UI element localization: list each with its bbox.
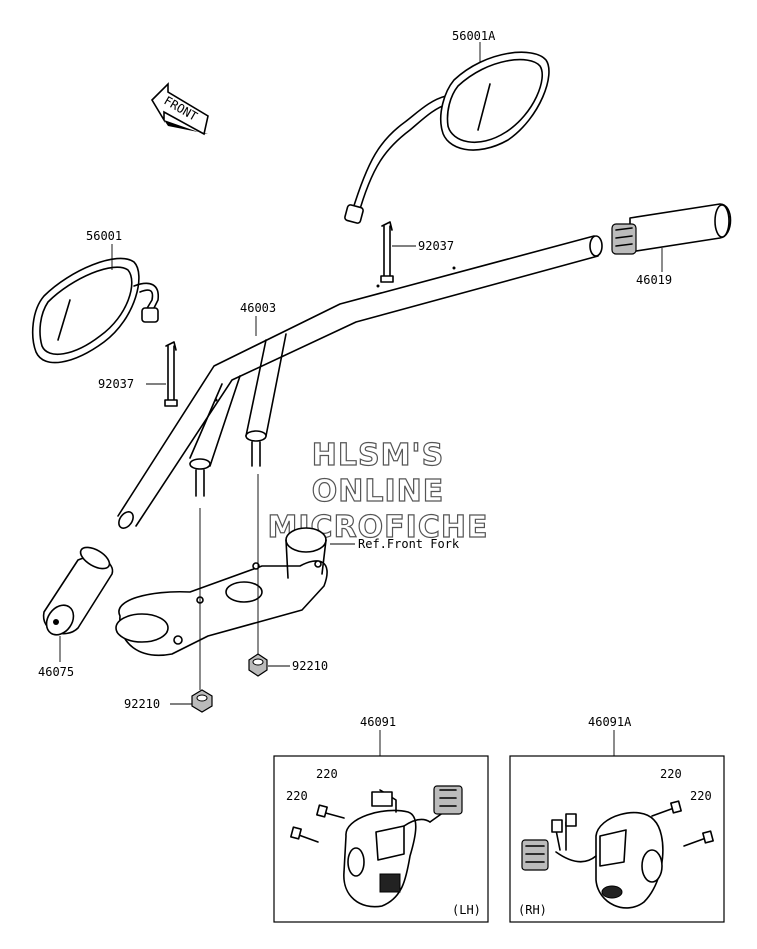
handlebar[interactable] — [116, 235, 603, 531]
screw-rh-b[interactable] — [683, 830, 714, 847]
nut-right[interactable] — [248, 653, 268, 677]
label-screw-lh-b: 220 — [286, 789, 308, 803]
label-screw-rh-b: 220 — [690, 789, 712, 803]
screw-lh-a[interactable] — [316, 804, 345, 819]
watermark-line-2: ONLINE — [312, 474, 445, 509]
nut-left[interactable] — [191, 689, 213, 713]
mirror-left[interactable] — [31, 257, 159, 364]
switch-rh-box — [509, 755, 725, 923]
label-handlebar: 46003 — [240, 301, 276, 315]
clamp-left[interactable] — [164, 341, 178, 407]
label-switch-lh: 46091 — [360, 715, 396, 729]
box-tag-lh: (LH) — [452, 903, 481, 917]
reference-note: Ref.Front Fork — [358, 537, 460, 551]
label-grip-left: 46075 — [38, 665, 74, 679]
clamp-right[interactable] — [380, 221, 394, 283]
label-mirror-right: 56001A — [452, 29, 496, 43]
label-screw-lh-a: 220 — [316, 767, 338, 781]
label-clamp-right: 92037 — [418, 239, 454, 253]
top-bracket[interactable] — [115, 527, 328, 656]
switch-housing-lh[interactable] — [343, 785, 463, 908]
label-clamp-left: 92037 — [98, 377, 134, 391]
label-screw-rh-a: 220 — [660, 767, 682, 781]
watermark-line-1: HLSM'S — [312, 438, 444, 473]
label-nut-right: 92210 — [292, 659, 328, 673]
screw-rh-a[interactable] — [651, 800, 682, 817]
grip-right[interactable] — [611, 203, 732, 255]
label-mirror-left: 56001 — [86, 229, 122, 243]
mirror-right[interactable] — [344, 51, 550, 224]
label-grip-right: 46019 — [636, 273, 672, 287]
leader-lines — [59, 42, 663, 756]
screw-lh-b[interactable] — [290, 826, 319, 843]
grip-left[interactable] — [41, 543, 114, 640]
switch-housing-rh[interactable] — [521, 811, 664, 909]
switch-lh-box — [273, 755, 489, 923]
label-switch-rh: 46091A — [588, 715, 632, 729]
label-nut-left: 92210 — [124, 697, 160, 711]
box-tag-rh: (RH) — [518, 903, 547, 917]
front-arrow-icon: FRONT — [150, 82, 209, 136]
